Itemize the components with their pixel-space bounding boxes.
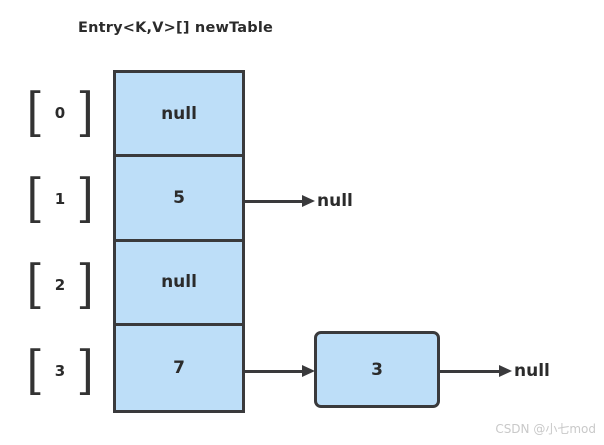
arrow-line (440, 370, 500, 373)
open-bracket-icon: [ (26, 169, 44, 229)
index-number: 0 (54, 104, 66, 122)
arrow-head-icon (302, 195, 315, 207)
arrow-head-icon (499, 365, 512, 377)
cell-value: 5 (173, 187, 185, 208)
cell-value: null (161, 272, 197, 293)
index-label-1: [ 1 ] (14, 169, 106, 229)
open-bracket-icon: [ (26, 341, 44, 401)
index-number: 1 (54, 190, 66, 208)
cell-value: null (161, 103, 197, 124)
array-table: null 5 null 7 (113, 70, 245, 413)
index-number: 2 (54, 276, 66, 294)
close-bracket-icon: ] (76, 255, 94, 315)
array-cell-3: 7 (116, 325, 242, 410)
arrow-row1-to-null (245, 195, 315, 207)
index-label-2: [ 2 ] (14, 255, 106, 315)
null-terminal-row1: null (317, 191, 353, 211)
array-cell-0: null (116, 73, 242, 158)
arrow-row3-to-node (245, 365, 315, 377)
arrow-node-to-null (440, 365, 512, 377)
array-cell-1: 5 (116, 157, 242, 242)
watermark: CSDN @小七mod (495, 422, 596, 436)
close-bracket-icon: ] (76, 341, 94, 401)
array-cell-2: null (116, 241, 242, 326)
index-number: 3 (54, 362, 66, 380)
open-bracket-icon: [ (26, 255, 44, 315)
close-bracket-icon: ] (76, 169, 94, 229)
index-label-3: [ 3 ] (14, 341, 106, 401)
open-bracket-icon: [ (26, 83, 44, 143)
null-terminal-row3: null (514, 361, 550, 381)
node-value: 3 (371, 359, 383, 380)
linked-node-3: 3 (314, 331, 440, 408)
index-label-0: [ 0 ] (14, 83, 106, 143)
arrow-line (245, 200, 303, 203)
cell-value: 7 (173, 357, 185, 378)
close-bracket-icon: ] (76, 83, 94, 143)
arrow-head-icon (302, 365, 315, 377)
arrow-line (245, 370, 303, 373)
page-title: Entry<K,V>[] newTable (78, 20, 274, 36)
